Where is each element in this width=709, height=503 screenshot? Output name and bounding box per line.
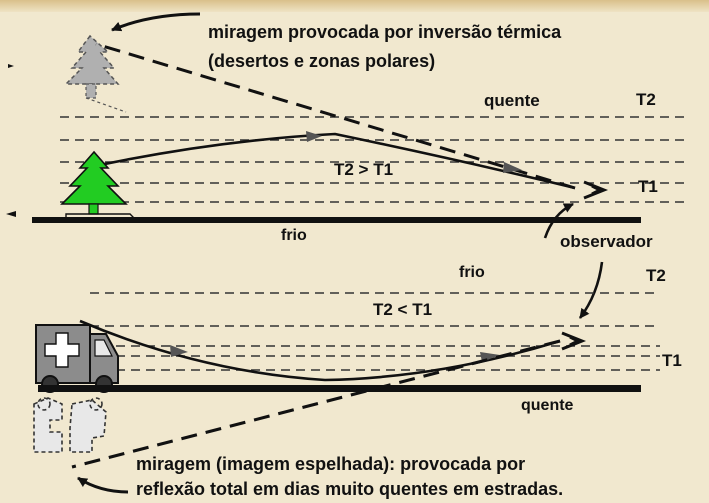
bottom-caption-line1: miragem (imagem espelhada): provocada po… <box>136 454 526 474</box>
bottom-light-ray <box>79 319 561 382</box>
top-line-of-sight <box>95 42 576 190</box>
bottom-lower-layer-label: T1 <box>662 351 682 370</box>
observer-pointer-up <box>543 202 574 239</box>
top-caption-line2: (desertos e zonas polares) <box>208 51 436 71</box>
left-tick-top <box>6 211 16 217</box>
bottom-cold-layer-label: frio <box>459 264 485 281</box>
caption-pointer-top <box>111 12 201 32</box>
top-lower-layer-label: T1 <box>638 177 658 196</box>
top-ground-label: frio <box>281 227 307 244</box>
observer-pointer-down <box>578 261 604 319</box>
bottom-upper-layer-label: T2 <box>646 266 666 285</box>
top-condition-label: T2 > T1 <box>334 160 394 179</box>
top-caption-line1: miragem provocada por inversão térmica <box>208 22 562 42</box>
eye-icon <box>583 180 609 200</box>
bottom-ground-label: quente <box>521 397 574 414</box>
top-light-ray <box>99 132 576 190</box>
left-tick-caption <box>8 64 14 68</box>
top-ray-arrow-1 <box>306 131 322 142</box>
bottom-caption-line2: reflexão total em dias muito quentes em … <box>136 479 564 499</box>
ambulance-icon <box>35 324 119 393</box>
top-border <box>0 0 709 12</box>
bottom-condition-label: T2 < T1 <box>373 300 433 319</box>
mirage-tree-icon <box>64 34 127 113</box>
mirrored-ambulance-icon <box>33 397 107 453</box>
eye-icon-bottom <box>561 331 587 351</box>
bottom-layer-lines <box>90 292 660 371</box>
bottom-line-of-sight <box>71 339 561 469</box>
top-ray-arrow-2 <box>503 162 522 173</box>
caption-pointer-bottom <box>77 476 129 494</box>
observer-label: observador <box>560 232 653 251</box>
bottom-ray-arrow-1 <box>170 345 188 357</box>
top-ground-line <box>32 217 641 223</box>
top-hot-layer-label: quente <box>484 91 540 110</box>
bottom-ground-line <box>38 385 641 392</box>
top-upper-layer-label: T2 <box>636 90 656 109</box>
